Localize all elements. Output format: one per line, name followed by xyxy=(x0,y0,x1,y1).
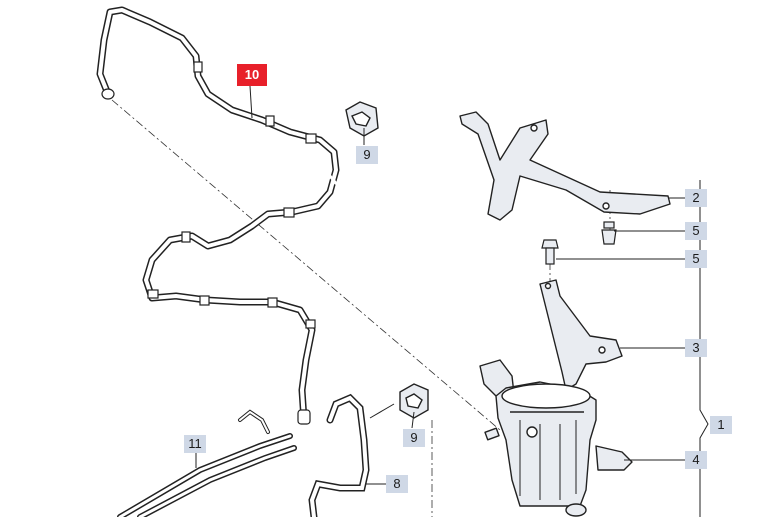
callout-9-lower[interactable]: 9 xyxy=(403,429,425,447)
callout-4[interactable]: 4 xyxy=(685,451,707,469)
callout-11[interactable]: 11 xyxy=(184,435,206,453)
bolt-part-5-upper xyxy=(601,221,617,245)
hose-part-8 xyxy=(308,393,370,517)
callout-1[interactable]: 1 xyxy=(710,416,732,434)
callout-9-upper[interactable]: 9 xyxy=(356,146,378,164)
callout-3[interactable]: 3 xyxy=(685,339,707,357)
bracket-part-3 xyxy=(539,279,623,391)
centerline-hose-to-housing xyxy=(111,99,501,431)
hose-pair xyxy=(117,409,297,517)
housing-part-4 xyxy=(479,359,633,517)
hose-main xyxy=(96,6,340,424)
bolt-part-5-lower xyxy=(541,239,559,265)
clip-part-9-upper xyxy=(345,101,379,137)
leader-lines xyxy=(195,85,686,485)
clip-part-9-lower xyxy=(399,383,429,419)
hose-clips xyxy=(101,61,317,425)
callout-5-upper[interactable]: 5 xyxy=(685,222,707,240)
bracket-part-2 xyxy=(459,111,671,221)
callout-8[interactable]: 8 xyxy=(386,475,408,493)
callout-5-lower[interactable]: 5 xyxy=(685,250,707,268)
callout-2[interactable]: 2 xyxy=(685,189,707,207)
callout-10[interactable]: 10 xyxy=(237,64,267,86)
